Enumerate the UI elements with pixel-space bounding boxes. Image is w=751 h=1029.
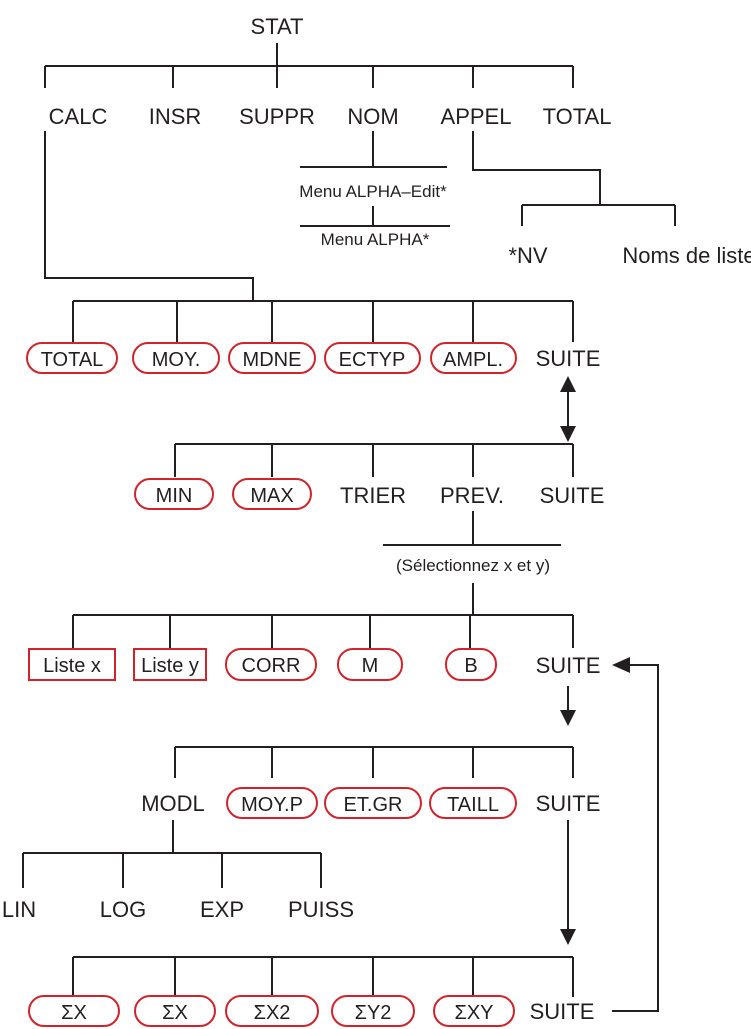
key-ampl-label: AMPL. [443,349,503,371]
menu-calc: CALC [49,104,108,129]
key-taill[interactable] [429,787,517,819]
key-sum-y2-label: ΣY2 [355,1002,392,1024]
key-total[interactable] [26,342,118,374]
appel-nv: *NV [508,243,547,268]
row1-suite: SUITE [536,346,601,371]
key-corr[interactable] [225,648,317,681]
key-et-gr[interactable] [324,787,422,819]
appel-noms-de-liste: Noms de liste [622,243,751,268]
key-total-label: TOTAL [41,349,104,371]
key-taill-label: TAILL [447,794,499,816]
key-mdne-label: MDNE [243,349,302,371]
key-min[interactable] [134,478,214,510]
row4-modl: MODL [141,791,205,816]
key-max[interactable] [232,478,312,510]
key-moy[interactable] [132,342,220,374]
key-sum-xy-label: ΣXY [454,1002,493,1024]
key-b-label: B [464,655,477,677]
key-moy-p[interactable] [226,787,318,819]
key-sum-x[interactable] [28,995,120,1027]
key-liste-y[interactable] [133,648,207,681]
key-b[interactable] [445,648,497,681]
menu-total: TOTAL [543,104,612,129]
row3-suite: SUITE [536,653,601,678]
modl-lin: LIN [2,897,36,922]
row5-suite: SUITE [530,999,595,1024]
key-sum-x-label: ΣX [61,1002,87,1024]
menu-alpha: Menu ALPHA* [321,230,430,249]
key-ectyp[interactable] [324,342,421,374]
key-liste-y-label: Liste y [141,655,199,677]
key-m[interactable] [337,648,403,681]
modl-puiss: PUISS [288,897,354,922]
key-liste-x-label: Liste x [43,655,101,677]
key-corr-label: CORR [242,655,301,677]
key-ampl[interactable] [430,342,517,374]
key-liste-x[interactable] [28,648,116,681]
key-sum-x-2[interactable] [134,995,216,1027]
menu-alpha-edit: Menu ALPHA–Edit* [299,182,447,201]
row4-suite: SUITE [536,791,601,816]
prev-note: (Sélectionnez x et y) [396,556,550,575]
modl-exp: EXP [200,897,244,922]
key-max-label: MAX [250,485,293,507]
key-m-label: M [362,655,379,677]
key-min-label: MIN [156,485,193,507]
modl-log: LOG [100,897,146,922]
row2-prev: PREV. [440,483,504,508]
key-mdne[interactable] [228,342,316,374]
menu-appel: APPEL [441,104,512,129]
menu-nom: NOM [347,104,398,129]
row2-trier: TRIER [340,483,406,508]
key-sum-x2-label: ΣX2 [254,1002,291,1024]
key-ectyp-label: ECTYP [339,349,406,371]
row2-suite: SUITE [540,483,605,508]
key-moy-p-label: MOY.P [241,794,303,816]
key-moy-label: MOY. [152,349,201,371]
menu-insr: INSR [149,104,202,129]
key-et-gr-label: ET.GR [344,794,403,816]
key-sum-x2[interactable] [225,995,319,1027]
key-sum-x-2-label: ΣX [162,1002,188,1024]
stat-root: STAT [251,14,304,39]
menu-suppr: SUPPR [239,104,315,129]
key-sum-y2[interactable] [331,995,415,1027]
key-sum-xy[interactable] [433,995,515,1027]
